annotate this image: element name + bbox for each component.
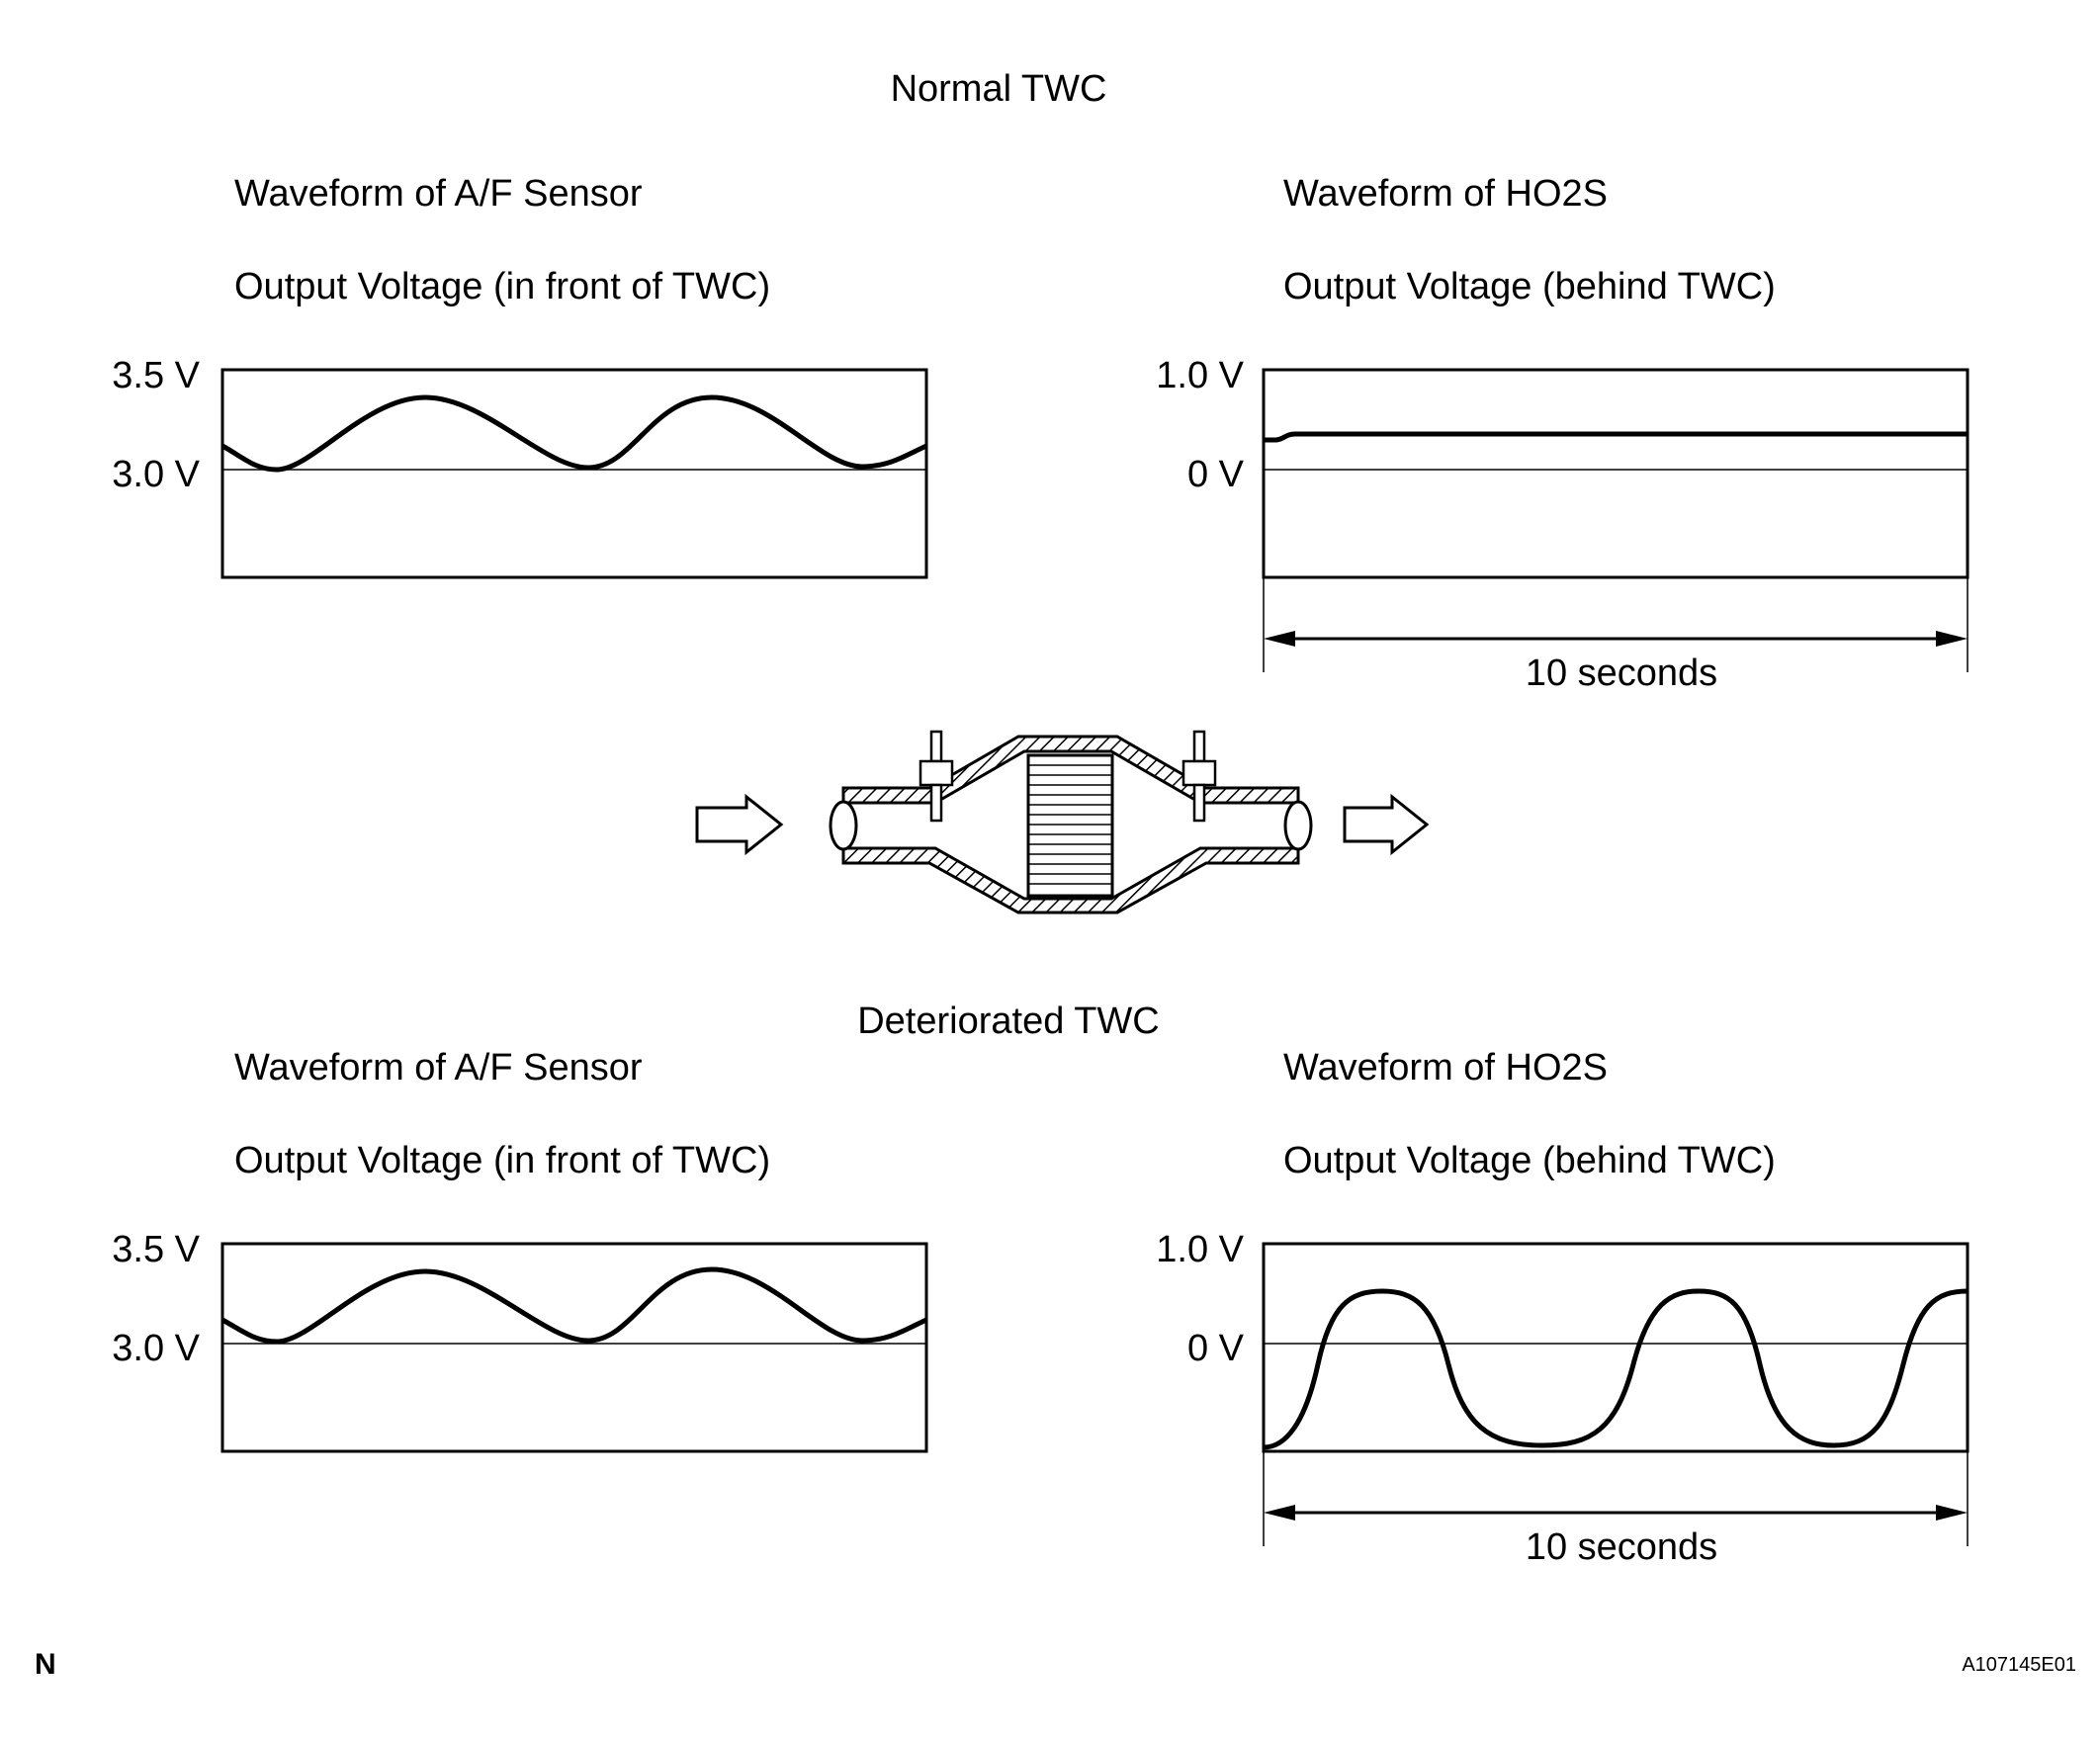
deteriorated-ho2s-heading: Waveform of HO2S bbox=[1283, 1047, 1608, 1088]
normal-ho2s-waveform bbox=[1264, 431, 1968, 443]
normal-af-waveform bbox=[220, 394, 928, 473]
deteriorated-af-heading: Waveform of A/F Sensor bbox=[234, 1047, 643, 1088]
normal-time-label: 10 seconds bbox=[1526, 653, 1717, 694]
normal-af-y-top-label: 3.5 V bbox=[112, 355, 200, 396]
normal-ho2s-heading: Waveform of HO2S bbox=[1283, 173, 1608, 215]
deteriorated-ho2s-subheading: Output Voltage (behind TWC) bbox=[1283, 1140, 1776, 1181]
deteriorated-af-chart: 3.5 V 3.0 V bbox=[112, 1229, 928, 1453]
normal-af-subheading: Output Voltage (in front of TWC) bbox=[234, 266, 770, 307]
normal-time-arrowhead-left bbox=[1264, 631, 1295, 647]
normal-af-heading: Waveform of A/F Sensor bbox=[234, 173, 643, 215]
deteriorated-ho2s-y-mid-label: 0 V bbox=[1187, 1328, 1245, 1369]
deteriorated-af-frame bbox=[220, 1242, 928, 1453]
pipe-outlet-end bbox=[1283, 800, 1313, 851]
deteriorated-time-arrowhead-right bbox=[1936, 1505, 1968, 1521]
normal-ho2s-frame bbox=[1262, 368, 1969, 579]
normal-twc-title: Normal TWC bbox=[891, 68, 1107, 110]
deteriorated-af-waveform bbox=[220, 1266, 928, 1345]
pipe-inlet-end bbox=[829, 800, 858, 851]
exhaust-outlet-arrow-icon bbox=[1343, 793, 1430, 856]
exhaust-inlet-arrow-icon bbox=[695, 793, 784, 856]
deteriorated-time-label: 10 seconds bbox=[1526, 1526, 1717, 1568]
deteriorated-ho2s-y-top-label: 1.0 V bbox=[1156, 1229, 1244, 1270]
catalytic-converter-illustration bbox=[695, 730, 1430, 914]
footer-left-mark: N bbox=[35, 1648, 56, 1681]
normal-time-arrowhead-right bbox=[1936, 631, 1968, 647]
deteriorated-twc-title: Deteriorated TWC bbox=[857, 1001, 1160, 1042]
normal-ho2s-subheading: Output Voltage (behind TWC) bbox=[1283, 266, 1776, 307]
catalyst-substrate bbox=[1026, 753, 1114, 898]
normal-af-frame bbox=[220, 368, 928, 579]
ho2s-sensor-icon bbox=[1181, 730, 1217, 823]
figure-id: A107145E01 bbox=[1962, 1654, 2076, 1676]
normal-ho2s-y-mid-label: 0 V bbox=[1187, 454, 1245, 495]
deteriorated-ho2s-frame bbox=[1262, 1242, 1969, 1453]
normal-af-chart: 3.5 V 3.0 V bbox=[112, 355, 928, 579]
deteriorated-af-y-mid-label: 3.0 V bbox=[112, 1328, 200, 1369]
normal-af-y-mid-label: 3.0 V bbox=[112, 454, 200, 495]
converter-lower-shell bbox=[841, 846, 1300, 914]
deteriorated-ho2s-chart: 1.0 V 0 V 10 seconds bbox=[1156, 1229, 1969, 1568]
deteriorated-af-y-top-label: 3.5 V bbox=[112, 1229, 200, 1270]
normal-ho2s-chart: 1.0 V 0 V 10 seconds bbox=[1156, 355, 1969, 694]
af-sensor-icon bbox=[919, 730, 954, 823]
deteriorated-ho2s-waveform bbox=[1263, 1288, 1969, 1450]
normal-ho2s-y-top-label: 1.0 V bbox=[1156, 355, 1244, 396]
deteriorated-time-arrowhead-left bbox=[1264, 1505, 1295, 1521]
deteriorated-af-subheading: Output Voltage (in front of TWC) bbox=[234, 1140, 770, 1181]
